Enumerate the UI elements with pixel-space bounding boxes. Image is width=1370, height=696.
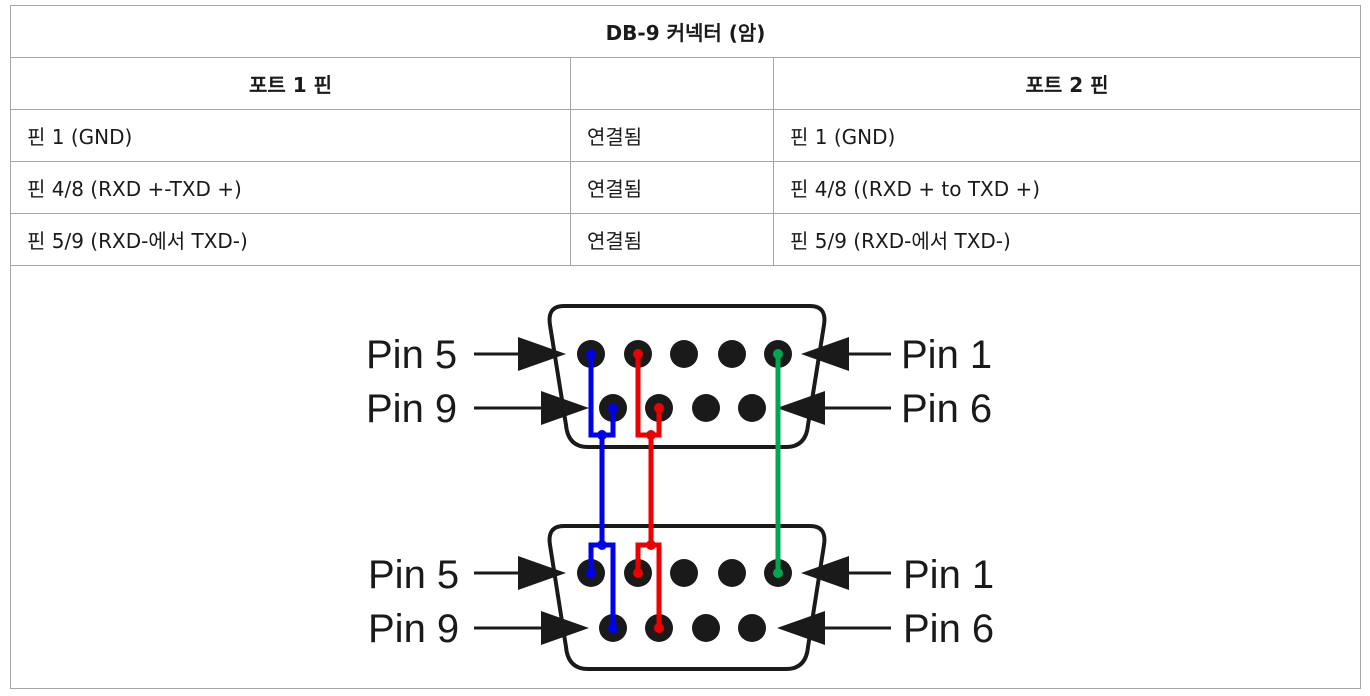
arrow-left-icon [777,611,825,645]
db9-wiring-diagram: Pin 5 Pin 9 Pin 1 Pin 6 [366,304,994,671]
arrow-left-icon [801,556,849,590]
red-wire-joints [633,349,664,633]
arrow-left-icon [777,391,825,425]
top-connector: Pin 5 Pin 9 Pin 1 Pin 6 [366,304,992,449]
top-pin-6 [738,394,766,422]
top-label-pin1: Pin 1 [901,333,992,377]
bottom-label-pin5: Pin 5 [368,553,459,597]
top-label-pin6: Pin 6 [901,387,992,431]
pinout-table: DB-9 커넥터 (암) 포트 1 핀 포트 2 핀 핀 1 (GND) 연결됨… [9,5,1362,689]
bottom-pin-6 [738,614,766,642]
header-port1: 포트 1 핀 [10,57,571,110]
bottom-label-pin9: Pin 9 [368,607,459,651]
header-row: 포트 1 핀 포트 2 핀 [10,57,1362,110]
top-connector-shell [547,304,827,449]
top-pin-2 [718,340,746,368]
table-row: 핀 4/8 (RXD +-TXD +) 연결됨 핀 4/8 ((RXD + to… [10,161,1362,214]
header-connection [570,57,774,110]
bottom-pin-2 [718,559,746,587]
top-pin-3 [670,340,698,368]
bottom-pin-7 [692,614,720,642]
bottom-label-pin1: Pin 1 [903,553,994,597]
arrow-right-icon [518,556,566,590]
arrow-left-icon [801,337,849,371]
port1-pin-cell: 핀 5/9 (RXD-에서 TXD-) [10,213,571,266]
port1-pin-cell: 핀 1 (GND) [10,109,571,162]
port2-pin-cell: 핀 4/8 ((RXD + to TXD +) [772,161,1362,214]
bottom-connector-shell [547,524,827,671]
connection-cell: 연결됨 [570,161,774,214]
bottom-pin-3 [670,559,698,587]
green-wire-joints [773,349,783,578]
port2-pin-cell: 핀 1 (GND) [772,109,1362,162]
top-label-pin9: Pin 9 [366,387,457,431]
connection-cell: 연결됨 [570,213,774,266]
arrow-right-icon [541,611,589,645]
top-pin-7 [692,394,720,422]
blue-wire-joints [586,349,618,633]
table-row: 핀 1 (GND) 연결됨 핀 1 (GND) [10,109,1362,162]
bottom-label-pin6: Pin 6 [903,607,994,651]
connection-cell: 연결됨 [570,109,774,162]
port2-pin-cell: 핀 5/9 (RXD-에서 TXD-) [772,213,1362,266]
top-label-pin5: Pin 5 [366,333,457,377]
table-title: DB-9 커넥터 (암) [9,5,1362,58]
arrow-right-icon [518,337,566,371]
wiring-diagram-cell: Pin 5 Pin 9 Pin 1 Pin 6 [9,265,1362,689]
bottom-connector: Pin 5 Pin 9 Pin 1 Pin 6 [368,524,994,671]
port1-pin-cell: 핀 4/8 (RXD +-TXD +) [10,161,571,214]
table-row: 핀 5/9 (RXD-에서 TXD-) 연결됨 핀 5/9 (RXD-에서 TX… [10,213,1362,266]
header-port2: 포트 2 핀 [772,57,1362,110]
arrow-right-icon [541,391,589,425]
